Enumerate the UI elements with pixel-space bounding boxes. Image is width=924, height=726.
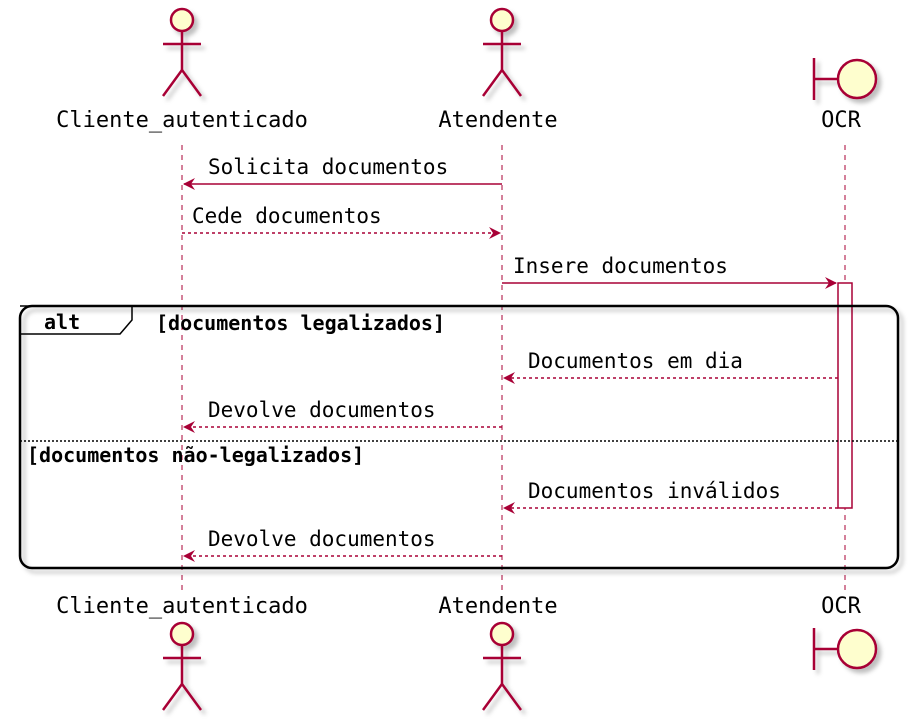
stick-figure-icon xyxy=(481,621,523,711)
stick-figure-icon xyxy=(481,7,523,97)
message-label: Devolve documentos xyxy=(208,398,436,422)
stick-figure-icon xyxy=(161,621,203,711)
boundary-icon xyxy=(812,58,878,100)
message-label: Devolve documentos xyxy=(208,527,436,551)
message-label: Solicita documentos xyxy=(208,155,448,179)
message-label: Documentos em dia xyxy=(528,349,743,373)
alt-frame: alt [documentos legalizados] [documentos… xyxy=(18,304,900,570)
message-documentos-invalidos: Documentos inválidos xyxy=(503,479,838,514)
participant-label-cliente-bottom: Cliente_autenticado xyxy=(56,594,308,619)
message-documentos-em-dia: Documentos em dia xyxy=(503,349,838,384)
message-insere-documentos: Insere documentos xyxy=(502,254,837,289)
alt-frame-tab xyxy=(20,305,133,335)
stick-figure-icon xyxy=(161,7,203,97)
message-label: Cede documentos xyxy=(192,204,382,228)
alt-guard-1: [documentos legalizados] xyxy=(156,311,445,335)
message-cede-documentos: Cede documentos xyxy=(182,204,501,239)
message-solicita-documentos: Solicita documentos xyxy=(183,155,502,190)
participant-label-atendente-bottom: Atendente xyxy=(438,594,557,619)
participant-label-cliente-top: Cliente_autenticado xyxy=(56,108,308,133)
participant-label-ocr-top: OCR xyxy=(821,108,861,133)
participant-label-ocr-bottom: OCR xyxy=(821,594,861,619)
ocr-activation-bar xyxy=(837,282,853,509)
alt-guard-2: [documentos não-legalizados] xyxy=(27,443,364,467)
message-label: Documentos inválidos xyxy=(528,479,781,503)
boundary-icon xyxy=(812,628,878,670)
participant-label-atendente-top: Atendente xyxy=(438,108,557,133)
alt-keyword: alt xyxy=(44,310,80,334)
message-devolve-documentos-2: Devolve documentos xyxy=(183,527,502,562)
message-label: Insere documentos xyxy=(513,254,728,278)
message-devolve-documentos-1: Devolve documentos xyxy=(183,398,502,433)
